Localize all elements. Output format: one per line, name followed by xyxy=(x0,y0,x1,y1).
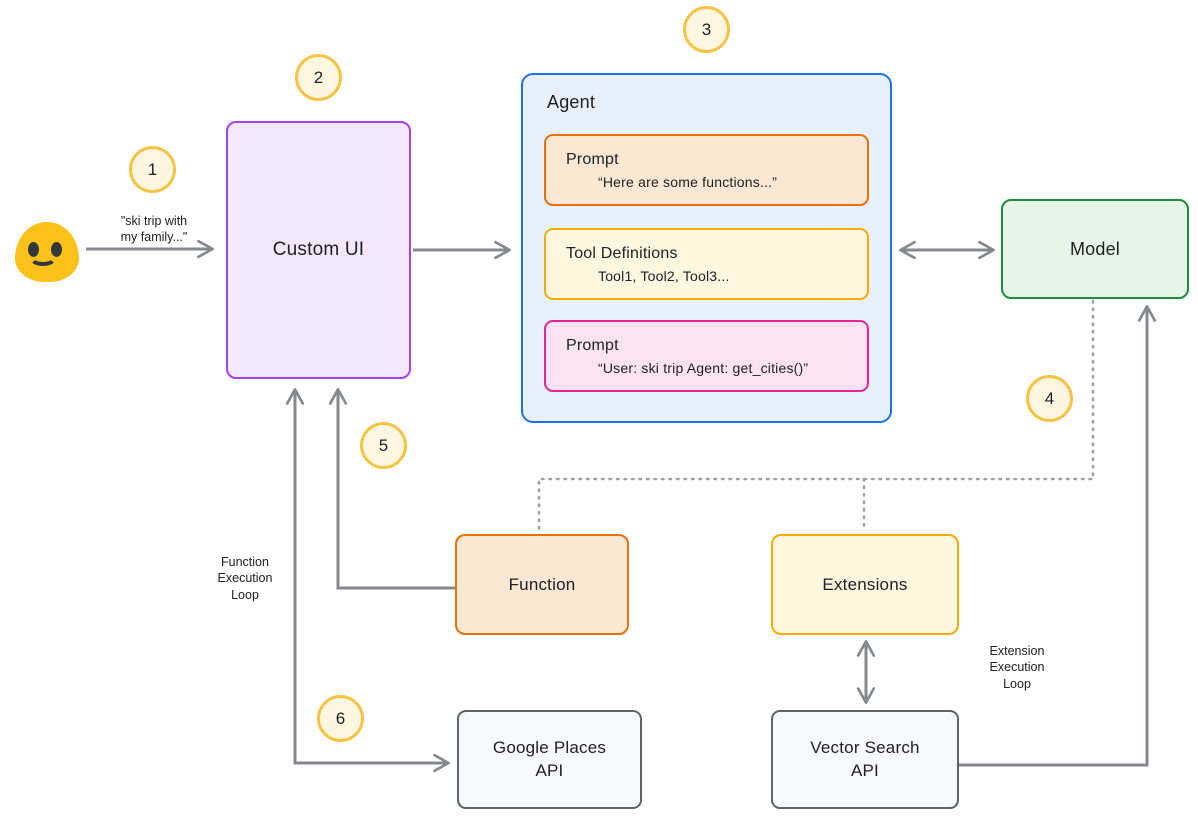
agent-title: Agent xyxy=(547,92,596,112)
custom-ui-label: Custom UI xyxy=(272,239,365,260)
step-circle-3: 3 xyxy=(683,6,730,53)
prompt-block-2-detail: “User: ski trip Agent: get_cities()” xyxy=(598,360,809,376)
user-message-label: "ski trip with my family..." xyxy=(120,214,188,245)
google-places-api-box: Google Places API xyxy=(457,710,642,809)
model-box: Model xyxy=(1001,199,1189,299)
extensions-box: Extensions xyxy=(771,534,959,635)
user-emoji-icon xyxy=(15,222,79,282)
arrow-function-to-custom-ui xyxy=(328,388,455,590)
extensions-label: Extensions xyxy=(822,574,908,594)
agent-prompt-block-2: Prompt “User: ski trip Agent: get_cities… xyxy=(544,320,869,392)
step-circle-1: 1 xyxy=(129,146,176,193)
agent-box: Agent Prompt “Here are some functions...… xyxy=(521,73,892,423)
function-label: Function xyxy=(508,574,576,594)
prompt-block-1-detail: “Here are some functions...” xyxy=(598,174,778,190)
prompt-block-2-title: Prompt xyxy=(566,337,619,354)
dotted-model-to-function xyxy=(537,299,1095,532)
step-circle-6: 6 xyxy=(317,695,364,742)
prompt-block-1-title: Prompt xyxy=(566,151,619,168)
step-circle-2: 2 xyxy=(295,54,342,101)
vector-search-api-box: Vector Search API xyxy=(771,710,959,809)
function-execution-loop-label: Function Execution Loop xyxy=(217,555,273,602)
step-circle-5: 5 xyxy=(360,422,407,469)
extension-execution-loop-label: Extension Execution Loop xyxy=(989,644,1045,691)
arrow-custom-ui-google-places-loop xyxy=(285,388,450,773)
model-label: Model xyxy=(1069,238,1121,259)
custom-ui-box: Custom UI xyxy=(226,121,411,379)
function-box: Function xyxy=(455,534,629,635)
step-circle-4: 4 xyxy=(1026,375,1073,422)
tool-definitions-title: Tool Definitions xyxy=(566,245,678,262)
emoji-left-eye xyxy=(28,242,39,257)
emoji-right-eye xyxy=(51,242,62,257)
agent-tool-definitions-block: Tool Definitions Tool1, Tool2, Tool3... xyxy=(544,228,869,300)
tool-definitions-detail: Tool1, Tool2, Tool3... xyxy=(598,268,730,284)
arrow-vector-search-to-model xyxy=(959,305,1157,767)
emoji-smile xyxy=(29,249,57,266)
agent-prompt-block-1: Prompt “Here are some functions...” xyxy=(544,134,869,206)
